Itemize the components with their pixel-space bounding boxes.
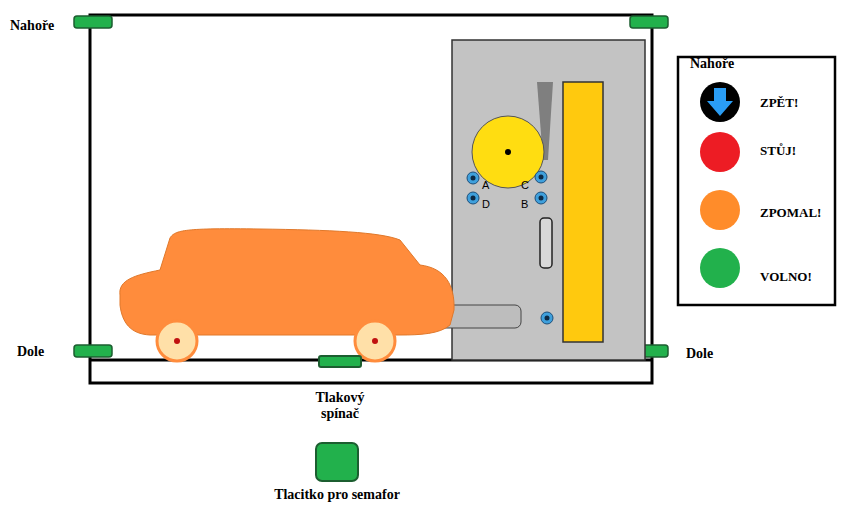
green-pad bbox=[315, 442, 359, 482]
pressure-switch: Tlakový spínač bbox=[300, 355, 380, 422]
position-label: Nahoře bbox=[690, 56, 734, 71]
point-label: A bbox=[482, 179, 489, 191]
signal-label: VOLNO! bbox=[760, 270, 812, 284]
wheel bbox=[472, 116, 544, 188]
position-label: Dole bbox=[686, 346, 713, 361]
semafor-panel bbox=[678, 57, 835, 305]
point-label: D bbox=[482, 198, 490, 210]
position-label: Nahoře bbox=[10, 18, 54, 33]
signal-label: ZPĚT! bbox=[760, 96, 798, 110]
signal-label: STŮJ! bbox=[760, 144, 796, 158]
garage-frame bbox=[90, 15, 652, 383]
position-label: Dole bbox=[17, 344, 44, 359]
node-caption: Tlakový spínač bbox=[300, 390, 380, 422]
node-caption: Tlacitko pro semafor bbox=[237, 487, 437, 503]
car bbox=[120, 229, 454, 335]
gate-bar bbox=[563, 82, 603, 342]
point-label: B bbox=[521, 198, 528, 210]
back-light bbox=[700, 82, 740, 122]
green-pad bbox=[318, 355, 362, 368]
point-label: C bbox=[521, 179, 529, 191]
semafor-button: Tlacitko pro semafor bbox=[237, 442, 437, 503]
slot bbox=[540, 218, 552, 268]
orange-light bbox=[700, 190, 740, 230]
green-light bbox=[700, 248, 740, 288]
red-light bbox=[700, 132, 740, 172]
signal-label: ZPOMAL! bbox=[760, 206, 821, 220]
